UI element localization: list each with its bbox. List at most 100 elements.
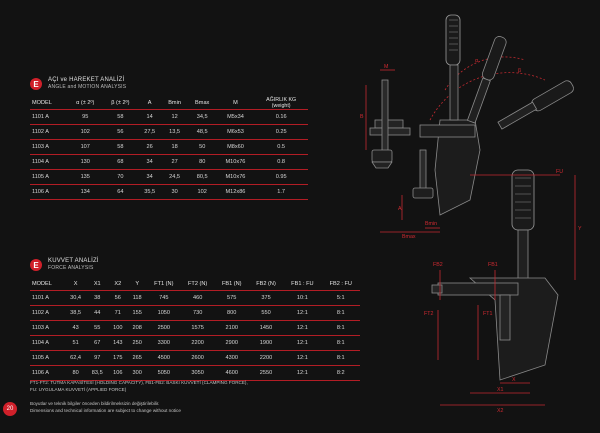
angle-table-cell: 30	[171, 189, 178, 195]
force-table-cell: 43	[72, 325, 79, 331]
force-table: MODEL X X1 X2 Y FT1 (N) FT2 (N) FB1 (N) …	[30, 277, 360, 381]
angle-table: MODEL α (± 2º) β (± 2º) A Bmin Bmax M AĞ…	[30, 96, 308, 200]
force-table-cell: 175	[113, 355, 123, 361]
dim-fu-label: FU	[556, 169, 563, 175]
angle-table-cell: 1102 A	[32, 129, 50, 135]
force-table-cell: 38	[94, 295, 101, 301]
force-table-cell: 1106 A	[32, 370, 50, 376]
angle-table-cell: 0.95	[275, 174, 287, 180]
force-table-cell: 30,4	[70, 295, 82, 301]
angle-table-cell: 102	[80, 129, 90, 135]
angle-table-cell: 134	[80, 189, 90, 195]
angle-table-cell: 58	[117, 114, 124, 120]
col-ft1: FT1 (N)	[154, 280, 174, 287]
force-table-cell: 4500	[157, 355, 171, 361]
force-table-cell: 8:1	[336, 340, 345, 346]
angle-table-cell: 1105 A	[32, 174, 50, 180]
angle-table-cell: M8x60	[227, 144, 244, 150]
force-table-header: MODEL X X1 X2 Y FT1 (N) FT2 (N) FB1 (N) …	[30, 277, 360, 291]
force-table-cell: 2900	[225, 340, 238, 346]
force-table-cell: 155	[132, 310, 142, 316]
angle-table-cell: M10x76	[225, 174, 246, 180]
page-number: 20	[3, 402, 17, 416]
angle-table-cell: 35,5	[144, 189, 156, 195]
force-table-cell: 4600	[225, 370, 238, 376]
force-table-cell: 1104 A	[32, 340, 50, 346]
force-table-cell: 100	[113, 325, 123, 331]
col-x2: X2	[114, 280, 122, 287]
angle-table-cell: 0.5	[277, 144, 286, 150]
col-fb1-fu: FB1 : FU	[291, 280, 314, 287]
col-model: MODEL	[32, 99, 52, 106]
force-table-cell: 1050	[157, 310, 171, 316]
force-table-cell: 460	[192, 295, 203, 301]
force-drawing	[431, 169, 576, 406]
force-table-cell: 375	[261, 295, 271, 301]
col-fb2-fu: FB2 : FU	[329, 280, 352, 287]
force-table-cell: 12:1	[296, 325, 308, 331]
col-weight: AĞIRLIK KG(weight)	[266, 96, 297, 109]
force-table-cell: 62,4	[70, 355, 82, 361]
dim-a-label: A	[398, 206, 402, 212]
force-table-cell: 250	[132, 340, 142, 346]
force-table-cell: 2500	[157, 325, 171, 331]
angle-table-header: MODEL α (± 2º) β (± 2º) A Bmin Bmax M AĞ…	[30, 96, 308, 110]
force-note-1: FT1-FT2: TUTMA KAPASİTESİ (HOLDING CAPAC…	[30, 380, 248, 385]
col-bmax: Bmax	[195, 99, 210, 106]
force-table-cell: 3050	[191, 370, 204, 376]
dim-x2-label: X2	[497, 408, 504, 414]
col-y: Y	[135, 280, 140, 287]
force-table-cell: 575	[227, 295, 237, 301]
dim-bmin-label: Bmin	[425, 221, 437, 227]
force-table-cell: 800	[227, 310, 237, 316]
force-table-cell: 1575	[191, 325, 204, 331]
angle-table-cell: 50	[199, 144, 206, 150]
angle-table-cell: M10x76	[225, 159, 246, 165]
col-fb1: FB1 (N)	[221, 280, 242, 287]
angle-table-cell: 1103 A	[32, 144, 50, 150]
angle-table-cell: M6x53	[227, 129, 244, 135]
angle-drawing	[365, 14, 574, 233]
angle-table-cell: M5x34	[227, 114, 244, 120]
angle-table-cell: 34	[146, 159, 153, 165]
angle-table-cell: 102	[197, 189, 207, 195]
force-table-cell: 3300	[157, 340, 171, 346]
force-table-cell: 8:2	[336, 370, 345, 376]
force-table-cell: 12:1	[296, 310, 308, 316]
angle-table-cell: 0.16	[275, 114, 287, 120]
dim-bmax-label: Bmax	[402, 234, 416, 240]
force-section-subtitle: FORCE ANALYSIS	[48, 265, 94, 271]
force-table-cell: 5:1	[336, 295, 345, 301]
force-table-cell: 38,5	[70, 310, 82, 316]
col-ft2: FT2 (N)	[188, 280, 208, 287]
dim-y-label: Y	[578, 226, 582, 232]
brand-logo-icon: E	[30, 78, 42, 90]
angle-table-cell: 58	[117, 144, 124, 150]
angle-table-cell: 1.7	[277, 189, 286, 195]
angle-table-cell: 0.25	[275, 129, 287, 135]
angle-table-cell: 0.8	[277, 159, 286, 165]
angle-table-cell: 27,5	[144, 129, 156, 135]
angle-table-cell: 95	[82, 114, 89, 120]
force-table-cell: 8:1	[336, 310, 345, 316]
angle-table-cell: 130	[80, 159, 90, 165]
force-table-cell: 71	[114, 310, 121, 316]
angle-table-cell: 135	[80, 174, 90, 180]
angle-table-cell: 70	[117, 174, 124, 180]
force-table-cell: 745	[159, 295, 169, 301]
force-table-cell: 56	[114, 295, 121, 301]
angle-alpha-label: α	[475, 58, 478, 64]
angle-table-cell: 27	[171, 159, 178, 165]
force-table-cell: 550	[261, 310, 271, 316]
col-model: MODEL	[32, 280, 52, 287]
force-table-cell: 2550	[259, 370, 273, 376]
dim-x1-label: X1	[497, 387, 504, 393]
force-table-cell: 4300	[225, 355, 238, 361]
angle-table-cell: 48,5	[196, 129, 208, 135]
